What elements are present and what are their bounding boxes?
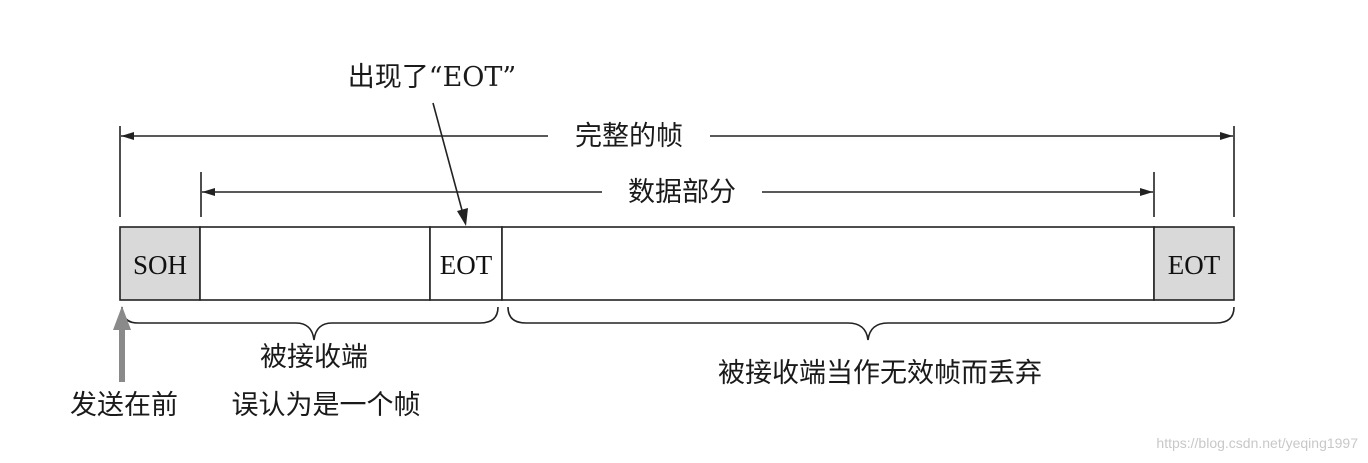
data-part-dimension [200,172,1155,217]
callout-pointer-arrow [432,102,468,226]
send-first-arrow [113,306,131,382]
send-first-label: 发送在前 [70,390,178,421]
cell-soh-label: SOH [133,250,187,280]
frame-bar [119,226,1235,301]
full-frame-dimension [119,126,1235,217]
watermark-text: https://blog.csdn.net/yeqing1997 [1156,435,1358,451]
cell-soh [119,226,201,301]
brace-right [507,306,1235,341]
callout-label: 出现了“EOT” [348,62,516,93]
brace-right-label: 被接收端当作无效帧而丢弃 [718,358,1042,389]
cell-eot-mid-label: EOT [440,250,493,280]
brace-left-label-line2: 误认为是一个帧 [232,390,421,421]
brace-left-label-line1: 被接收端 [260,342,368,373]
cell-eot-end [1153,226,1235,301]
cell-data-2 [501,226,1155,301]
full-frame-label: 完整的帧 [575,121,683,152]
cell-eot-end-label: EOT [1168,250,1221,280]
brace-left [121,306,499,341]
data-part-label: 数据部分 [628,177,736,208]
cell-data-1 [199,226,431,301]
cell-eot-mid [429,226,503,301]
